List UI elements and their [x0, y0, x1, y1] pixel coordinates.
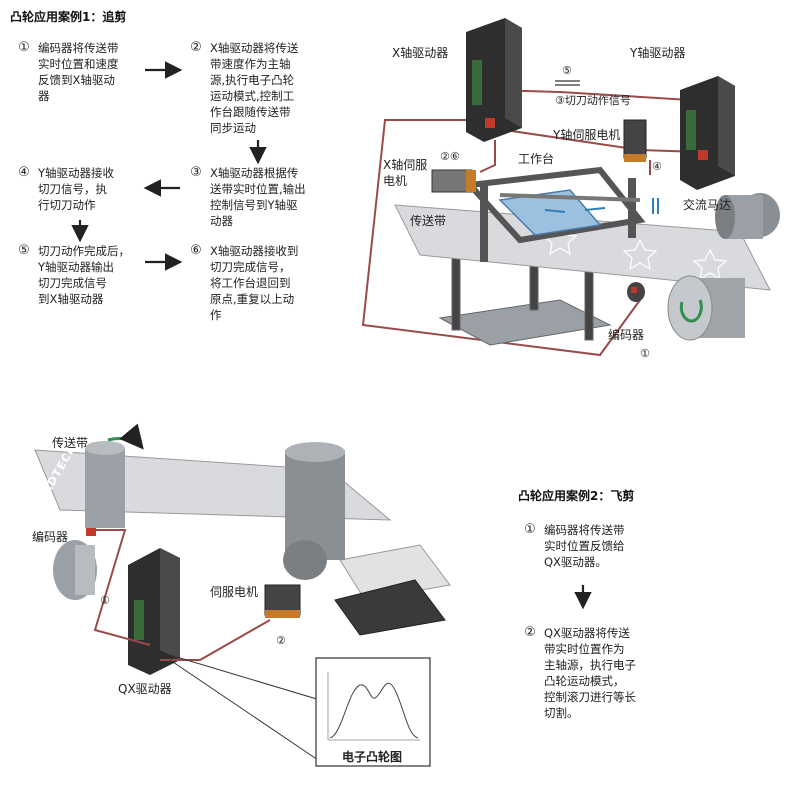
case2-roller-left: [85, 441, 125, 528]
x-servo-motor: [431, 169, 476, 193]
step-text-line: Y轴驱动器输出: [38, 260, 115, 274]
x-servo-label-line2: 电机: [383, 174, 408, 188]
badge-1: ①: [640, 347, 650, 360]
step-text-line: 切刀完成信号，: [210, 260, 291, 274]
step-text-line: 带实时位置作为: [544, 642, 625, 656]
step-text-line: QX驱动器将传送: [544, 626, 630, 640]
qx-driver-label: QX驱动器: [118, 682, 172, 696]
case2-badge-1: ①: [100, 594, 110, 607]
signal-3-label: ③切刀动作信号: [555, 94, 631, 107]
x-servo-label-line1: X轴伺服: [383, 158, 428, 172]
case2-belt-label: 传送带: [52, 436, 89, 450]
step-number: ④: [18, 165, 30, 180]
step-text-line: Y轴驱动器接收: [38, 166, 115, 180]
step-text-line: 将工作台退回到: [210, 276, 291, 290]
case2-badge-2: ②: [276, 634, 286, 647]
step-text-line: 实时位置反馈给: [544, 539, 625, 553]
badge-4: ④: [652, 160, 662, 173]
y-axis-driver-label: Y轴驱动器: [630, 46, 686, 60]
step-text-line: 源,执行电子凸轮: [210, 73, 295, 87]
step-text-line: X轴驱动器根据传: [210, 166, 299, 180]
step-text-line: 反馈到X轴驱动: [38, 73, 115, 87]
step-number: ③: [190, 165, 202, 180]
step-text-line: 作: [210, 308, 222, 322]
signal-5-label: ⑤: [562, 64, 572, 77]
belt-label: 传送带: [410, 214, 447, 228]
step-text-line: 切割。: [544, 706, 579, 720]
ac-motor-label: 交流马达: [683, 198, 732, 212]
step-number: ①: [524, 522, 536, 537]
step-number: ②: [524, 625, 536, 640]
case2-wiring: [93, 529, 271, 661]
cut-sheet: [339, 544, 451, 601]
step-text-line: 动器: [210, 214, 233, 228]
step-text-line: 凸轮运动模式，: [544, 674, 625, 688]
case2-servo-label: 伺服电机: [210, 585, 259, 599]
x-axis-driver: [466, 18, 522, 142]
step-text-line: 送带实时位置,输出: [210, 182, 306, 196]
motion-arrows: [544, 198, 659, 214]
step-text-line: X轴驱动器将传送: [210, 41, 299, 55]
step-text-line: X轴驱动器接收到: [210, 244, 299, 258]
y-servo-motor: [623, 119, 647, 162]
step-text-line: 同步运动: [210, 121, 256, 135]
belt-roller: [667, 275, 745, 341]
case1-title: 凸轮应用案例1：追剪: [10, 10, 127, 24]
step-text-line: 控制滚刀进行等长: [544, 690, 636, 704]
case2-roller-right: [283, 442, 345, 580]
step-text-line: 切刀完成信号: [38, 276, 107, 290]
step-number: ②: [190, 40, 202, 55]
step-text-line: 到X轴驱动器: [38, 292, 104, 306]
encoder: [627, 282, 645, 302]
work-table: [463, 166, 646, 262]
step-number: ⑥: [190, 243, 202, 258]
step-text-line: 主轴源，执行电子: [544, 658, 636, 672]
step-text-line: 带速度作为主轴: [210, 57, 291, 71]
y-axis-driver: [680, 76, 735, 190]
step-text-line: 切刀信号，执: [38, 182, 107, 196]
signal-arrows: [555, 80, 580, 86]
step-text-line: 切刀动作完成后，: [38, 244, 130, 258]
case2-title: 凸轮应用案例2：飞剪: [518, 489, 635, 503]
x-axis-driver-label: X轴驱动器: [392, 46, 449, 60]
step-text-line: 器: [38, 89, 50, 103]
case2-encoder-label: 编码器: [32, 530, 69, 544]
step-text-line: 控制信号到Y轴驱: [210, 198, 298, 212]
step-text-line: 行切刀动作: [38, 198, 96, 212]
cam-chart-leaders: [169, 654, 321, 761]
cut-sheet-stack: [334, 579, 446, 636]
badge-2-6: ②⑥: [440, 150, 460, 163]
rotation-arrow: [107, 423, 144, 450]
step-number: ⑤: [18, 243, 30, 258]
step-text-line: 编码器将传送带: [544, 523, 625, 537]
step-text-line: 作台跟随传送带: [210, 105, 291, 119]
machine-frame: [438, 229, 612, 346]
case2-encoder: [53, 528, 97, 600]
case2-servo-motor: [264, 584, 301, 618]
step-text-line: 运动模式,控制工: [210, 89, 295, 103]
step-text-line: QX驱动器。: [544, 555, 607, 569]
y-servo-label: Y轴伺服电机: [553, 128, 621, 142]
step-number: ①: [18, 40, 30, 55]
workbench-label: 工作台: [518, 152, 555, 166]
ac-motor: [715, 193, 780, 239]
cam-chart-label: 电子凸轮图: [342, 750, 403, 764]
step-text-line: 原点,重复以上动: [210, 292, 295, 306]
encoder-label: 编码器: [608, 328, 645, 342]
step-text-line: 实时位置和速度: [38, 57, 119, 71]
electronic-cam-chart: [315, 657, 431, 767]
step-text-line: 编码器将传送带: [38, 41, 119, 55]
